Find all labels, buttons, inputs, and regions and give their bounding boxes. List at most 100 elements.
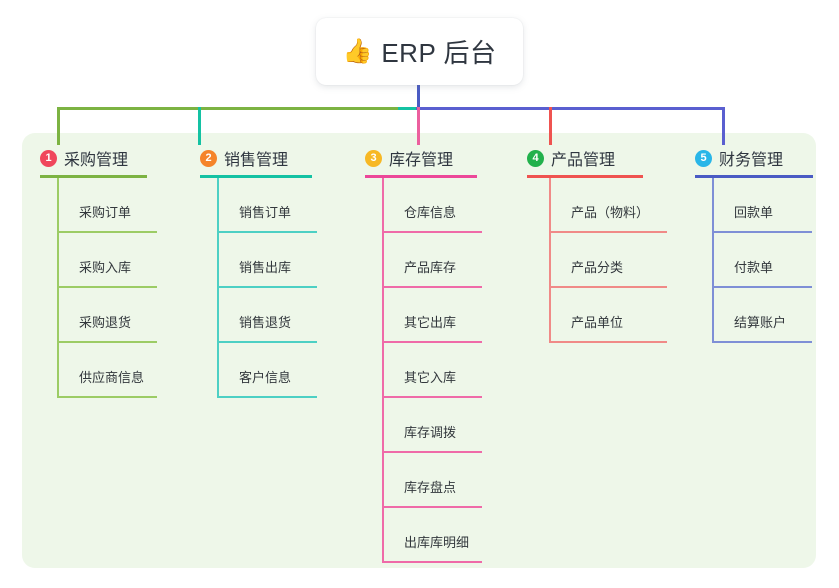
leaf-label: 库存调拨 [404, 425, 457, 440]
leaf-label: 付款单 [734, 260, 774, 275]
leaf-spine [712, 288, 714, 343]
leaf-label: 产品（物料） [571, 205, 650, 220]
branch-title-1: 采购管理 [64, 152, 129, 169]
leaf-spine [549, 288, 551, 343]
leaf-spine [712, 233, 714, 288]
leaf-spine [57, 288, 59, 343]
leaf-label: 销售退货 [239, 315, 292, 330]
branch-badge-3: 3 [365, 149, 382, 167]
leaf-underline [549, 231, 667, 233]
connector-bar-blue [416, 107, 725, 110]
leaf-item[interactable]: 客户信息 [217, 343, 317, 398]
leaf-item[interactable]: 回款单 [712, 178, 813, 233]
leaf-underline [382, 341, 482, 343]
leaf-label: 客户信息 [239, 370, 292, 385]
leaf-underline [712, 341, 812, 343]
leaf-item[interactable]: 采购退货 [57, 288, 157, 343]
leaf-label: 采购订单 [79, 205, 132, 220]
branch-column-3: 3 库存管理仓库信息产品库存其它出库其它入库库存调拨库存盘点出库库明细 [365, 147, 482, 563]
leaf-label: 库存盘点 [404, 480, 457, 495]
leaf-underline [57, 286, 157, 288]
root-trunk-connector [417, 85, 420, 109]
connector-bar-green [57, 107, 400, 110]
leaf-label: 仓库信息 [404, 205, 457, 220]
leaf-item[interactable]: 采购入库 [57, 233, 157, 288]
leaf-item[interactable]: 销售出库 [217, 233, 317, 288]
thumbs-up-icon: 👍 [342, 37, 373, 65]
leaf-underline [382, 231, 482, 233]
leaf-item[interactable]: 供应商信息 [57, 343, 157, 398]
leaf-underline [382, 506, 482, 508]
branch-drop-3 [417, 107, 420, 145]
leaf-item[interactable]: 销售订单 [217, 178, 317, 233]
branch-items-1: 采购订单采购入库采购退货供应商信息 [57, 178, 157, 398]
leaf-label: 其它入库 [404, 370, 457, 385]
leaf-spine [217, 343, 219, 398]
leaf-spine [549, 178, 551, 233]
leaf-item[interactable]: 库存盘点 [382, 453, 482, 508]
branch-title-2: 销售管理 [224, 152, 289, 169]
leaf-label: 产品单位 [571, 315, 624, 330]
leaf-spine [712, 178, 714, 233]
leaf-label: 回款单 [734, 205, 774, 220]
leaf-item[interactable]: 销售退货 [217, 288, 317, 343]
leaf-underline [382, 561, 482, 563]
leaf-item[interactable]: 产品单位 [549, 288, 667, 343]
branch-items-3: 仓库信息产品库存其它出库其它入库库存调拨库存盘点出库库明细 [382, 178, 482, 563]
leaf-label: 销售订单 [239, 205, 292, 220]
leaf-spine [382, 343, 384, 398]
branch-items-4: 产品（物料） 产品分类产品单位 [549, 178, 667, 343]
leaf-item[interactable]: 出库库明细 [382, 508, 482, 563]
leaf-label: 供应商信息 [79, 370, 145, 385]
leaf-item[interactable]: 产品库存 [382, 233, 482, 288]
branch-underline-4 [527, 175, 643, 178]
leaf-label: 采购入库 [79, 260, 132, 275]
leaf-underline [382, 396, 482, 398]
leaf-underline [57, 231, 157, 233]
leaf-underline [217, 286, 317, 288]
branch-header-3[interactable]: 3 库存管理 [365, 147, 477, 169]
leaf-spine [57, 178, 59, 233]
leaf-item[interactable]: 其它出库 [382, 288, 482, 343]
leaf-label: 产品分类 [571, 260, 624, 275]
leaf-item[interactable]: 产品分类 [549, 233, 667, 288]
leaf-label: 销售出库 [239, 260, 292, 275]
leaf-item[interactable]: 其它入库 [382, 343, 482, 398]
branch-drop-2 [198, 107, 201, 145]
leaf-item[interactable]: 库存调拨 [382, 398, 482, 453]
leaf-underline [712, 231, 812, 233]
branch-underline-1 [40, 175, 147, 178]
leaf-underline [382, 286, 482, 288]
leaf-spine [549, 233, 551, 288]
leaf-underline [549, 286, 667, 288]
branch-title-3: 库存管理 [389, 152, 454, 169]
branch-title-4: 产品管理 [551, 152, 616, 169]
branch-underline-2 [200, 175, 312, 178]
leaf-item[interactable]: 采购订单 [57, 178, 157, 233]
leaf-underline [217, 231, 317, 233]
leaf-spine [217, 233, 219, 288]
leaf-spine [217, 178, 219, 233]
root-node[interactable]: 👍 ERP 后台 [316, 18, 523, 85]
branch-underline-5 [695, 175, 813, 178]
leaf-underline [712, 286, 812, 288]
leaf-item[interactable]: 结算账户 [712, 288, 813, 343]
branch-header-5[interactable]: 5 财务管理 [695, 147, 813, 169]
leaf-underline [217, 396, 317, 398]
branch-badge-5: 5 [695, 149, 712, 167]
leaf-spine [382, 508, 384, 563]
leaf-item[interactable]: 仓库信息 [382, 178, 482, 233]
leaf-spine [217, 288, 219, 343]
leaf-spine [382, 398, 384, 453]
leaf-item[interactable]: 付款单 [712, 233, 813, 288]
leaf-underline [57, 341, 157, 343]
leaf-label: 采购退货 [79, 315, 132, 330]
branch-drop-1 [57, 107, 60, 145]
branch-title-5: 财务管理 [719, 152, 784, 169]
leaf-item[interactable]: 产品（物料） [549, 178, 667, 233]
